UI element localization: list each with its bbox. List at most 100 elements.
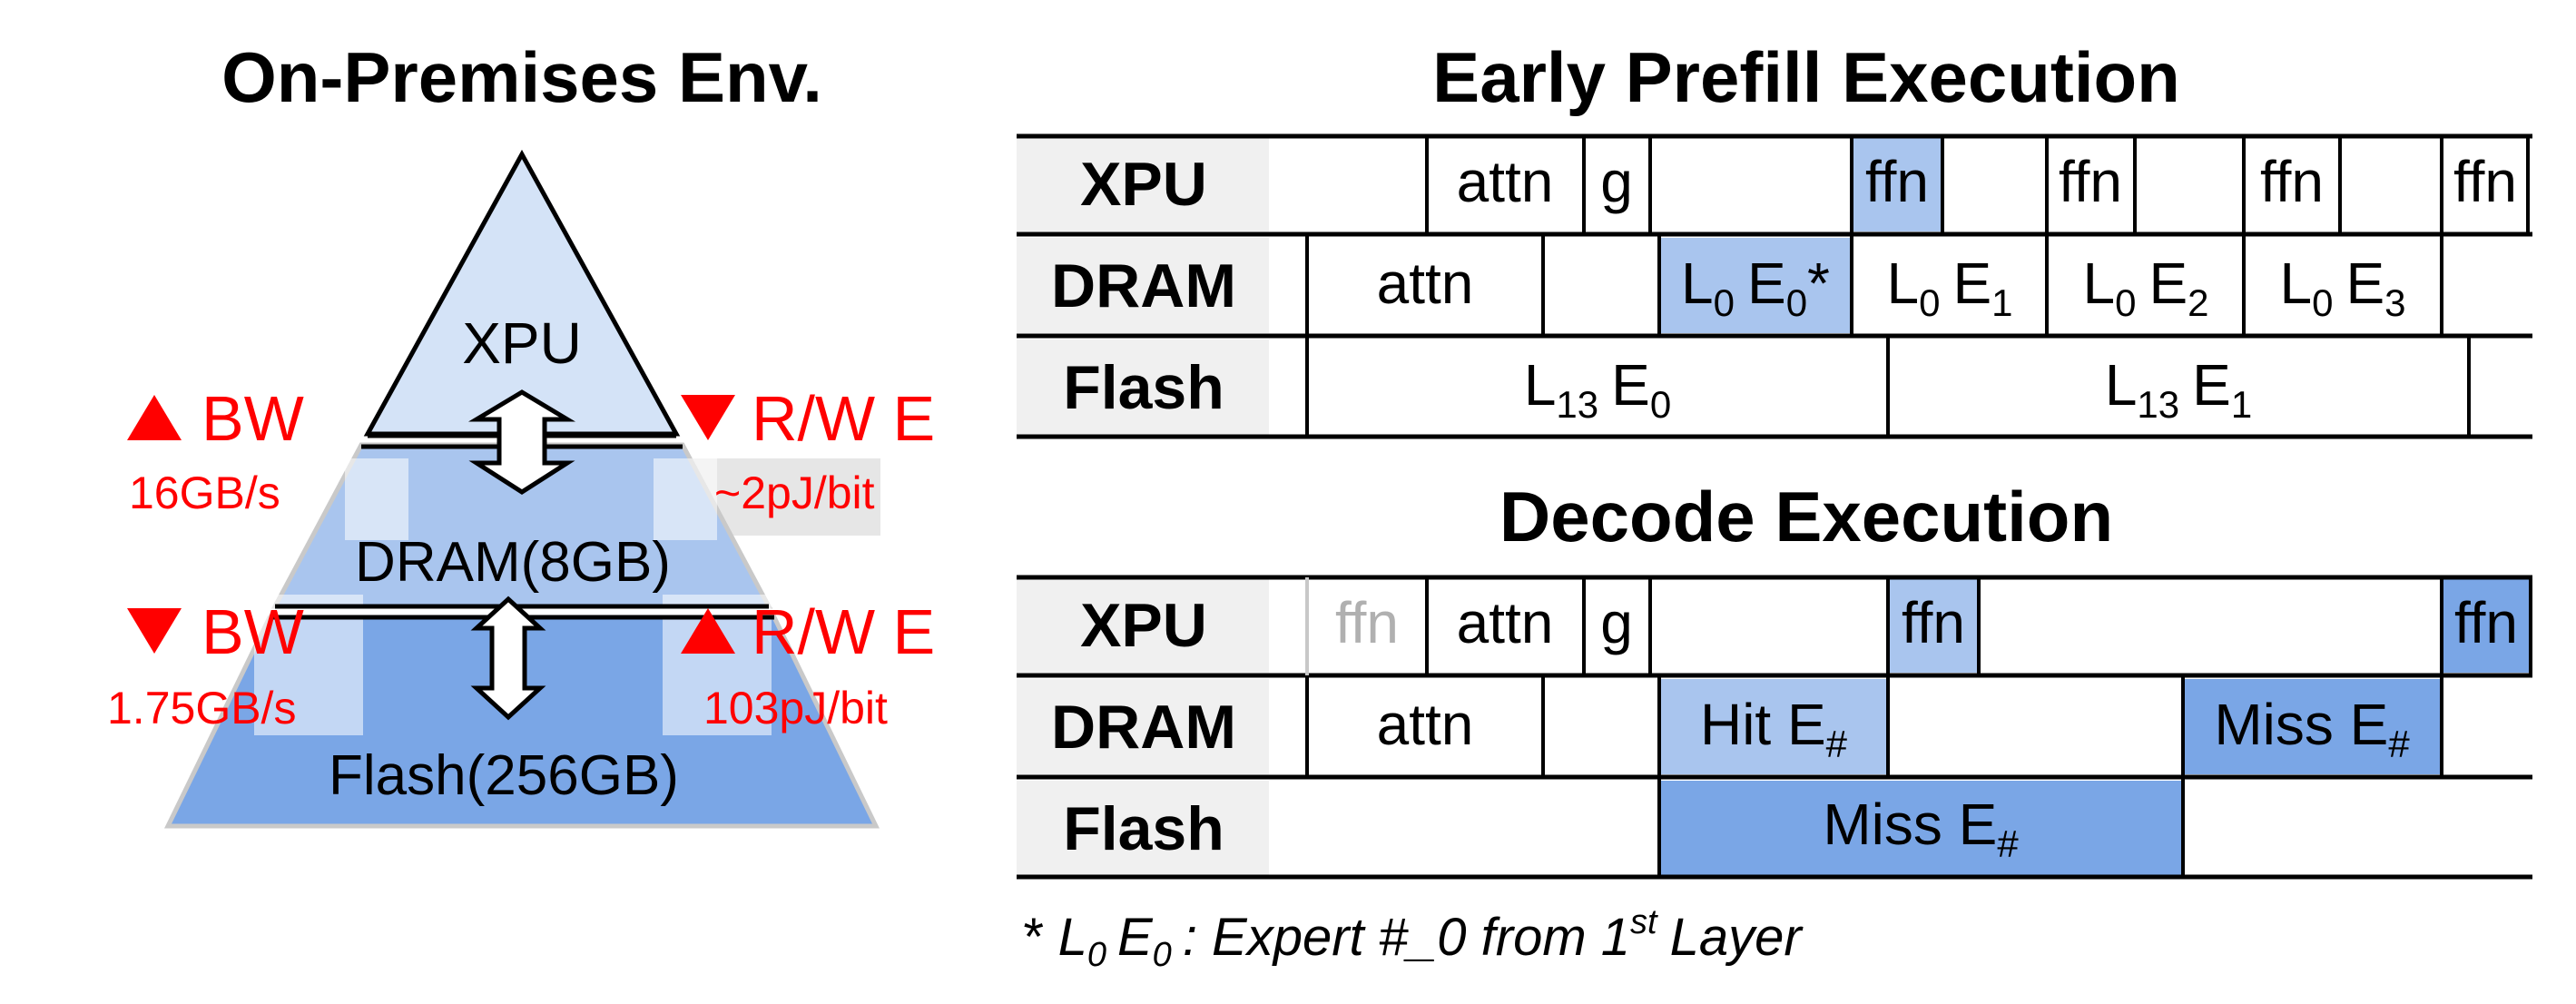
subscript-e: 1 <box>2231 383 2252 426</box>
decode-row-label-dram: DRAM <box>1051 693 1236 762</box>
prefill-xpu-ffn-3: ffn <box>2260 149 2324 214</box>
decode-row-label-bg-flash <box>1017 781 1269 876</box>
prefill-title: Early Prefill Execution <box>1432 37 2180 117</box>
decode-dram-hit-highlight <box>1659 679 1888 774</box>
decode-dram-miss: Miss E# <box>2214 692 2410 765</box>
lower-bw-value: 1.75GB/s <box>107 683 296 733</box>
prefill-xpu-dividers <box>1425 136 2530 234</box>
decode-row-label-xpu: XPU <box>1080 591 1207 660</box>
upper-bw-label: BW <box>202 383 304 454</box>
prefill-row-label-flash: Flash <box>1063 353 1224 422</box>
decode-xpu-ffn-1: ffn <box>1902 590 1965 655</box>
subscript-letter-e: E <box>1747 251 1786 316</box>
prefill-timeline: Early Prefill Execution <box>1017 37 2532 439</box>
lower-double-arrow-icon <box>470 596 546 721</box>
prefill-xpu-ffn-1: ffn <box>1865 149 1929 214</box>
prefill-dram-attn: attn <box>1377 251 1474 316</box>
prefill-row-label-dram: DRAM <box>1051 251 1236 320</box>
decode-flash-miss-sub: # <box>1997 822 2019 865</box>
subscript-letter-e: E <box>1611 352 1650 418</box>
subscript-l: 0 <box>2312 281 2333 324</box>
star-mark: * <box>1807 251 1830 316</box>
flash-tier-label: Flash(256GB) <box>329 744 679 807</box>
decode-flash-miss-highlight <box>1659 781 2183 876</box>
decode-row-label-bg-xpu <box>1017 577 1269 673</box>
decode-dram-miss-text: Miss E <box>2214 692 2388 757</box>
subscript-l: 0 <box>2115 281 2136 324</box>
footnote-l: L <box>1058 908 1087 967</box>
decode-xpu-gate: g <box>1600 590 1633 655</box>
subscript-letter-l: L <box>2280 251 2313 316</box>
decode-dram-hit: Hit E# <box>1700 692 1848 765</box>
footnote-star: * <box>1021 908 1044 967</box>
left-panel-title: On-Premises Env. <box>221 37 822 117</box>
decode-xpu-attn: attn <box>1457 590 1554 655</box>
rw-up-triangle-icon <box>681 608 735 654</box>
prefill-flash-dividers <box>1305 336 2471 437</box>
decode-dram-miss-sub: # <box>2388 723 2410 765</box>
subscript-l: 13 <box>1556 383 1598 426</box>
bw-down-triangle-icon <box>127 608 182 654</box>
footnote-tail: Layer <box>1670 908 1804 967</box>
prefill-dram-l0e0-highlight <box>1659 238 1852 333</box>
subscript-letter-l: L <box>1681 251 1714 316</box>
decode-xpu-ffn-1-highlight <box>1888 577 1979 673</box>
decode-flash-dividers <box>1657 777 2185 877</box>
decode-xpu-ffn-2-highlight <box>2442 577 2531 673</box>
prefill-xpu-ffn-2: ffn <box>2059 149 2122 214</box>
decode-xpu-dividers <box>1305 577 2532 675</box>
xpu-tier-label: XPU <box>462 310 582 376</box>
prefill-flash-l13e1: L13 E1 <box>2105 352 2252 426</box>
upper-bw-value: 16GB/s <box>129 468 280 518</box>
prefill-xpu-ffn-highlight <box>1852 136 1942 231</box>
decode-dram-hit-sub: # <box>1826 723 1848 765</box>
decode-dram-miss-highlight <box>2183 679 2442 774</box>
decode-row-label-flash: Flash <box>1063 794 1224 863</box>
subscript-letter-l: L <box>1887 251 1920 316</box>
memory-hierarchy-panel: On-Premises Env. XPU DRAM(8GB) Flash(256… <box>107 37 935 829</box>
decode-title: Decode Execution <box>1499 477 2113 556</box>
prefill-xpu-attn: attn <box>1457 149 1554 214</box>
footnote-e-sub: 0 <box>1153 936 1172 974</box>
decode-dram-dividers <box>1305 675 2443 777</box>
decode-dram-attn: attn <box>1377 692 1474 757</box>
prefill-xpu-gate: g <box>1600 149 1633 214</box>
prefill-xpu-ffn-4: ffn <box>2453 149 2517 214</box>
subscript-e: 0 <box>1786 281 1807 324</box>
subscript-letter-l: L <box>2105 352 2138 418</box>
lower-rw-label: R/W E <box>752 596 935 667</box>
decode-dram-hit-text: Hit E <box>1700 692 1826 757</box>
upper-link-band-left-overlay <box>345 458 408 540</box>
subscript-e: 3 <box>2384 281 2405 324</box>
decode-timeline: Decode Execution <box>1017 477 2532 880</box>
dram-tier-label: DRAM(8GB) <box>355 531 671 594</box>
footnote-sup: st <box>1630 903 1658 941</box>
prefill-row-label-bg-xpu <box>1017 136 1269 231</box>
bw-up-triangle-icon <box>127 395 182 440</box>
subscript-l: 0 <box>1714 281 1735 324</box>
upper-double-arrow-icon <box>467 389 576 495</box>
decode-xpu-ffn-2: ffn <box>2454 590 2518 655</box>
footnote-l-sub: 0 <box>1087 936 1106 974</box>
decode-flash-miss: Miss E# <box>1823 792 2019 865</box>
subscript-letter-e: E <box>2148 251 2188 316</box>
subscript-letter-e: E <box>2192 352 2231 418</box>
subscript-letter-l: L <box>1524 352 1557 418</box>
upper-link-band-right-overlay <box>654 458 717 540</box>
footnote-e: E <box>1117 908 1154 967</box>
prefill-row-label-bg-flash <box>1017 340 1269 435</box>
upper-rw-label: R/W E <box>752 383 935 454</box>
subscript-l: 13 <box>2137 383 2179 426</box>
prefill-dram-dividers <box>1305 234 2443 336</box>
upper-rw-value: ~2pJ/bit <box>714 468 875 518</box>
decode-flash-miss-text: Miss E <box>1823 792 1997 857</box>
subscript-e: 2 <box>2188 281 2208 324</box>
lower-rw-value: 103pJ/bit <box>703 683 888 733</box>
lower-bw-label: BW <box>202 596 304 667</box>
rw-down-triangle-icon <box>681 395 735 440</box>
subscript-letter-e: E <box>1952 251 1991 316</box>
